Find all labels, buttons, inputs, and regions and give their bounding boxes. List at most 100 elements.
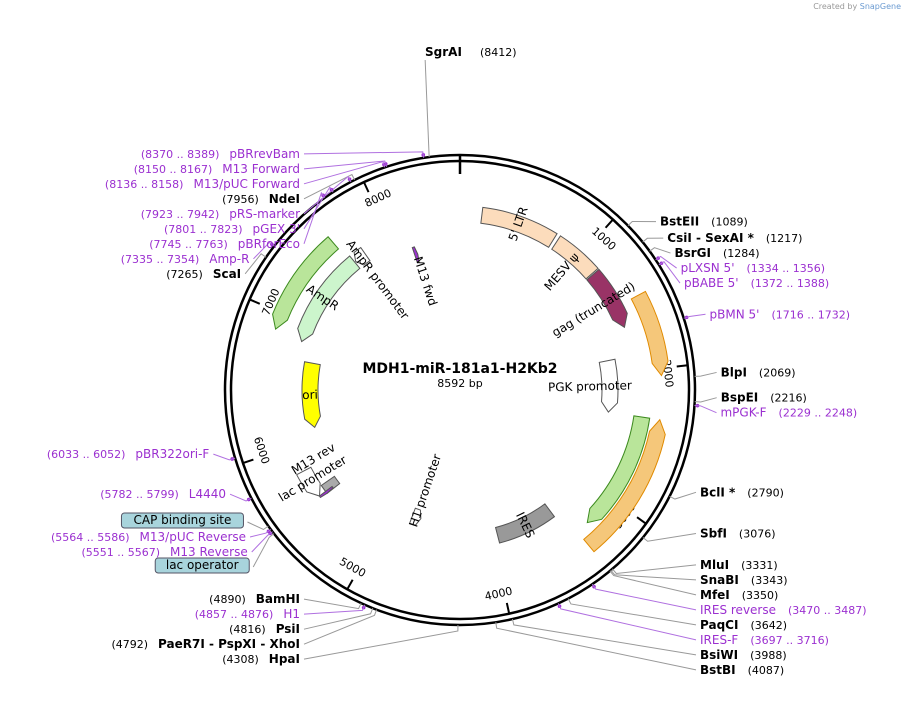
label-name: M13/pUC Forward xyxy=(193,177,300,191)
label-name: SnaBI xyxy=(700,573,739,587)
ruler-tick-label: 6000 xyxy=(251,435,272,466)
label-position: (4308) xyxy=(222,653,259,666)
ruler-tick xyxy=(636,516,647,525)
label-position: (8412) xyxy=(480,46,517,59)
label-name: PaqCI xyxy=(700,618,738,632)
label-position: (8370 .. 8389) xyxy=(141,148,220,161)
primer-label: pBMN 5'(1716 .. 1732) xyxy=(710,307,851,321)
label-name: BlpI xyxy=(721,365,747,379)
feature-label: AmpR promoter xyxy=(343,237,412,322)
leader-line xyxy=(229,493,252,502)
leader-line xyxy=(612,564,697,574)
leader-line xyxy=(649,247,671,254)
label-name: pGEX 3' xyxy=(253,222,300,236)
leader-line xyxy=(303,161,386,185)
label-position: (5551 .. 5567) xyxy=(81,546,160,559)
feature-arc xyxy=(301,361,321,429)
site-label: MfeI(3350) xyxy=(700,588,778,602)
leader-line xyxy=(244,253,267,275)
leader-line xyxy=(303,609,378,645)
credit-prefix: Created by xyxy=(813,2,858,11)
callout-box xyxy=(154,557,250,574)
feature-arc xyxy=(586,268,628,329)
leader-line xyxy=(694,397,717,403)
leader-line xyxy=(669,491,697,500)
label-name: SgrAI xyxy=(425,45,462,59)
label-name: BsiWI xyxy=(700,648,738,662)
label-name: M13 Reverse xyxy=(170,545,248,559)
label-position: (7956) xyxy=(222,193,259,206)
site-label: PsiI(4816) xyxy=(229,622,300,636)
feature-arc xyxy=(409,507,422,526)
primer-label: pBR322ori-F (6033 .. 6052) xyxy=(47,447,210,461)
label-name: pBRforEco xyxy=(238,237,300,251)
primer-label: IRES reverse(3470 .. 3487) xyxy=(700,603,867,617)
site-label: CsiI - SexAI * (1217) xyxy=(667,231,802,245)
feature-arc xyxy=(272,236,340,331)
site-label: SnaBI(3343) xyxy=(700,573,787,587)
plasmid-name: MDH1-miR-181a1-H2Kb2 xyxy=(362,361,557,377)
label-name: SbfI xyxy=(700,527,727,541)
label-position: (8150 .. 8167) xyxy=(134,163,213,176)
label-position: (7335 .. 7354) xyxy=(121,253,200,266)
leader-line xyxy=(567,598,697,626)
label-name: Amp-R xyxy=(209,252,249,266)
site-label: BclI *(2790) xyxy=(700,485,784,499)
leader-line xyxy=(303,598,362,610)
label-position: (6033 .. 6052) xyxy=(47,448,126,461)
feature-arc xyxy=(551,235,599,280)
feature-arc xyxy=(630,290,669,377)
ruler-tick xyxy=(604,218,614,229)
leader-line xyxy=(495,622,697,671)
label-name: BstBI xyxy=(700,663,736,677)
leader-line xyxy=(253,241,275,260)
feature-arc xyxy=(583,418,666,553)
leader-line xyxy=(303,624,459,660)
leader-line xyxy=(694,371,717,377)
label-name: NdeI xyxy=(269,192,300,206)
label-position: (3470 .. 3487) xyxy=(788,604,867,617)
leader-line xyxy=(251,531,273,553)
label-name: CsiI - SexAI * xyxy=(667,231,754,245)
leader-line xyxy=(642,533,697,542)
leader-line xyxy=(213,453,236,461)
leader-line xyxy=(655,255,677,269)
primer-label: pGEX 3' (7801 .. 7823) xyxy=(164,222,300,236)
primer-label: M13/pUC Reverse(5564 .. 5586) xyxy=(51,530,246,544)
site-label: BlpI(2069) xyxy=(721,365,796,379)
label-name: PaeR7I - PspXI - XhoI xyxy=(158,637,300,651)
label-name: pBR322ori-F xyxy=(135,447,209,461)
label-position: (1372 .. 1388) xyxy=(751,277,830,290)
leader-line xyxy=(303,604,366,615)
label-position: (8136 .. 8158) xyxy=(105,178,184,191)
feature-arc xyxy=(494,503,556,544)
leader-line xyxy=(303,160,388,170)
label-position: (3331) xyxy=(741,559,778,572)
label-name: BsrGI xyxy=(674,246,711,260)
primer-label: pRS-marker(7923 .. 7942) xyxy=(141,207,300,221)
site-label: SgrAI (8412) xyxy=(425,45,517,59)
leader-line xyxy=(424,59,430,158)
leader-line xyxy=(694,404,717,414)
site-label: ScaI(7265) xyxy=(166,267,241,281)
feature-arc xyxy=(295,466,321,497)
leader-line xyxy=(683,313,706,319)
label-position: (1217) xyxy=(766,232,803,245)
leader-line xyxy=(609,570,697,596)
label-name: BspEI xyxy=(721,391,759,405)
label-position: (7745 .. 7763) xyxy=(149,238,228,251)
leader-line xyxy=(658,260,681,284)
site-label: MluI (3331) xyxy=(700,558,778,572)
label-position: (7801 .. 7823) xyxy=(164,223,243,236)
ruler-tick-label: 5000 xyxy=(337,555,368,580)
label-position: (4890) xyxy=(209,593,246,606)
leader-line xyxy=(303,173,356,200)
ruler-tick xyxy=(676,364,688,368)
label-position: (4792) xyxy=(111,638,148,651)
feature-label: M13 fwd xyxy=(411,255,440,308)
label-position: (7923 .. 7942) xyxy=(141,208,220,221)
label-position: (5564 .. 5586) xyxy=(51,531,130,544)
label-name: MluI xyxy=(700,558,729,572)
site-label: PaqCI(3642) xyxy=(700,618,787,632)
label-name: BstEII xyxy=(660,215,699,229)
